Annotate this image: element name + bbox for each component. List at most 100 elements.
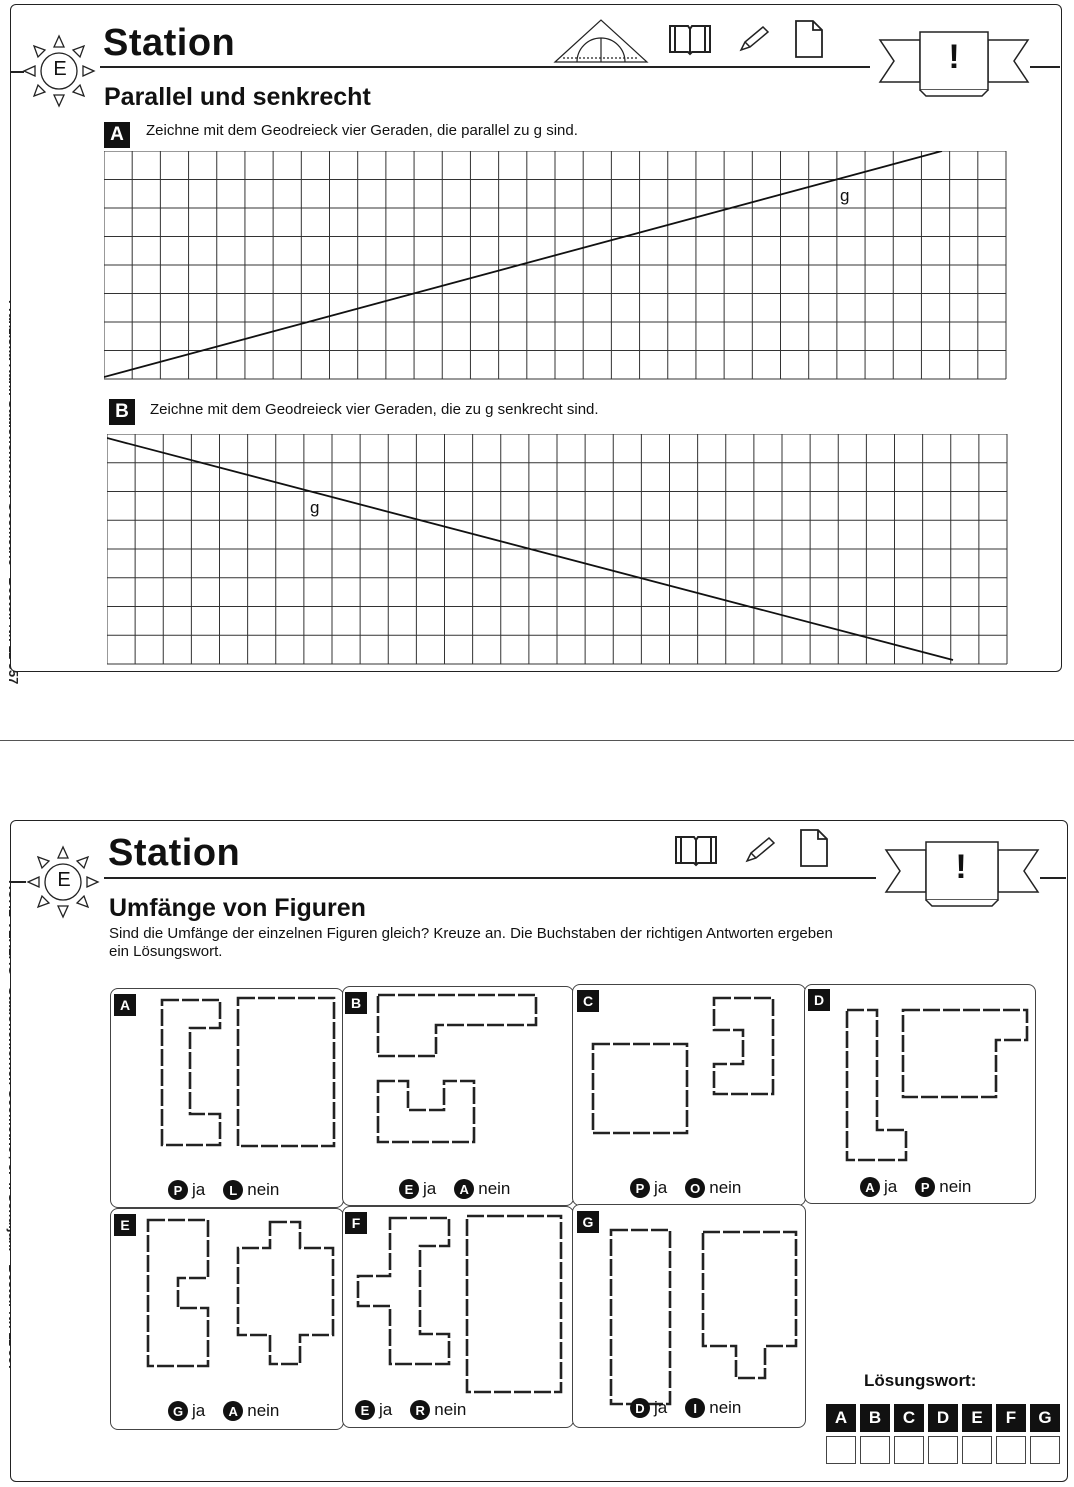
header-rule-left xyxy=(10,881,26,883)
figure-badge-e: E xyxy=(114,1214,136,1236)
exclamation-mark: ! xyxy=(955,848,967,886)
option-no-label: nein xyxy=(247,1401,280,1420)
solution-letter: G xyxy=(1030,1404,1060,1432)
option-no-label: nein xyxy=(939,1177,972,1196)
option-yes-letter[interactable]: P xyxy=(168,1180,188,1200)
option-yes-label: ja xyxy=(654,1398,668,1417)
option-no-letter[interactable]: A xyxy=(454,1179,475,1199)
figure-panel-a xyxy=(110,988,344,1208)
header-rule-right xyxy=(1040,877,1066,879)
option-yes-letter[interactable]: E xyxy=(399,1179,419,1199)
figure-badge-d: D xyxy=(808,989,830,1011)
option-yes-letter[interactable]: G xyxy=(168,1401,188,1421)
book-icon xyxy=(675,836,717,867)
line-g xyxy=(107,437,954,661)
option-yes-label: ja xyxy=(654,1178,668,1197)
solution-answer-box[interactable] xyxy=(928,1436,958,1464)
figure-badge-g: G xyxy=(577,1211,599,1233)
option-yes-letter[interactable]: P xyxy=(630,1178,650,1198)
solution-answer-box[interactable] xyxy=(1030,1436,1060,1464)
station-letter: E xyxy=(53,58,67,80)
option-yes-letter[interactable]: E xyxy=(355,1400,375,1420)
sheet-separator xyxy=(0,740,1074,741)
option-no-letter[interactable]: A xyxy=(223,1401,244,1421)
task-a-badge: A xyxy=(104,122,130,148)
instructions-line-2: ein Lösungswort. xyxy=(109,943,223,960)
solution-label: Lösungswort: xyxy=(864,1371,977,1390)
station-letter: E xyxy=(57,869,71,891)
option-yes-letter[interactable]: A xyxy=(860,1177,880,1197)
sheet-parallel xyxy=(10,4,1062,672)
option-yes-label: ja xyxy=(884,1177,898,1196)
page-title: Station xyxy=(103,22,236,64)
option-yes-label: ja xyxy=(423,1179,437,1198)
instructions: Sind die Umfänge der einzelnen Figuren g… xyxy=(109,925,833,961)
solution-answer-box[interactable] xyxy=(826,1436,856,1464)
solution-letter: C xyxy=(894,1404,924,1432)
header-rule-right xyxy=(1030,66,1060,68)
document-icon xyxy=(800,829,828,867)
option-no-letter[interactable]: L xyxy=(223,1180,244,1200)
pencil-icon xyxy=(745,836,776,863)
set-square-icon xyxy=(553,19,649,63)
option-yes-letter[interactable]: D xyxy=(630,1398,650,1418)
task-a-text: Zeichne mit dem Geodreieck vier Geraden,… xyxy=(146,122,578,139)
exclamation-ribbon xyxy=(878,31,1030,97)
header-rule xyxy=(100,66,870,68)
task-b-badge: B xyxy=(109,399,135,425)
solution-letter: B xyxy=(860,1404,890,1432)
option-no-letter[interactable]: O xyxy=(685,1178,706,1198)
sun-icon xyxy=(22,34,96,108)
exclamation-ribbon xyxy=(884,841,1040,907)
option-no-label: nein xyxy=(434,1400,467,1419)
book-icon xyxy=(669,25,711,56)
figure-badge-a: A xyxy=(114,994,136,1016)
page-subtitle: Parallel und senkrecht xyxy=(104,83,371,111)
grid-a xyxy=(104,151,1007,380)
figure-badge-f: F xyxy=(345,1212,367,1234)
solution-answer-box[interactable] xyxy=(894,1436,924,1464)
solution-answer-box[interactable] xyxy=(996,1436,1026,1464)
figure-badge-b: B xyxy=(345,992,367,1014)
option-no-letter[interactable]: R xyxy=(410,1400,431,1420)
pencil-icon xyxy=(739,25,770,52)
option-no-label: nein xyxy=(478,1179,511,1198)
solution-answer-box[interactable] xyxy=(962,1436,992,1464)
page-title: Station xyxy=(108,832,241,874)
sun-icon xyxy=(26,845,100,919)
option-yes-label: ja xyxy=(379,1400,393,1419)
option-no-label: nein xyxy=(709,1178,742,1197)
solution-letter: F xyxy=(996,1404,1026,1432)
header-rule-left xyxy=(10,71,24,73)
solution-answer-box[interactable] xyxy=(860,1436,890,1464)
figure-badge-c: C xyxy=(577,990,599,1012)
option-no-letter[interactable]: P xyxy=(915,1177,936,1197)
option-yes-label: ja xyxy=(192,1180,206,1199)
option-no-letter[interactable]: I xyxy=(685,1398,706,1418)
instructions-line-1: Sind die Umfänge der einzelnen Figuren g… xyxy=(109,925,833,942)
line-g xyxy=(104,151,943,378)
solution-letter: A xyxy=(826,1404,856,1432)
page-subtitle: Umfänge von Figuren xyxy=(109,894,366,922)
document-icon xyxy=(795,20,823,58)
figure-panel-d xyxy=(804,984,1036,1204)
exclamation-mark: ! xyxy=(948,38,960,76)
line-g-label-b: g xyxy=(310,498,320,517)
option-yes-label: ja xyxy=(192,1401,206,1420)
option-no-label: nein xyxy=(247,1180,280,1199)
header-rule xyxy=(104,877,876,879)
grid-b xyxy=(107,434,1008,665)
solution-letter: D xyxy=(928,1404,958,1432)
task-b-text: Zeichne mit dem Geodreieck vier Geraden,… xyxy=(150,401,599,418)
solution-letter: E xyxy=(962,1404,992,1432)
option-no-label: nein xyxy=(709,1398,742,1417)
line-g-label-a: g xyxy=(840,186,850,205)
